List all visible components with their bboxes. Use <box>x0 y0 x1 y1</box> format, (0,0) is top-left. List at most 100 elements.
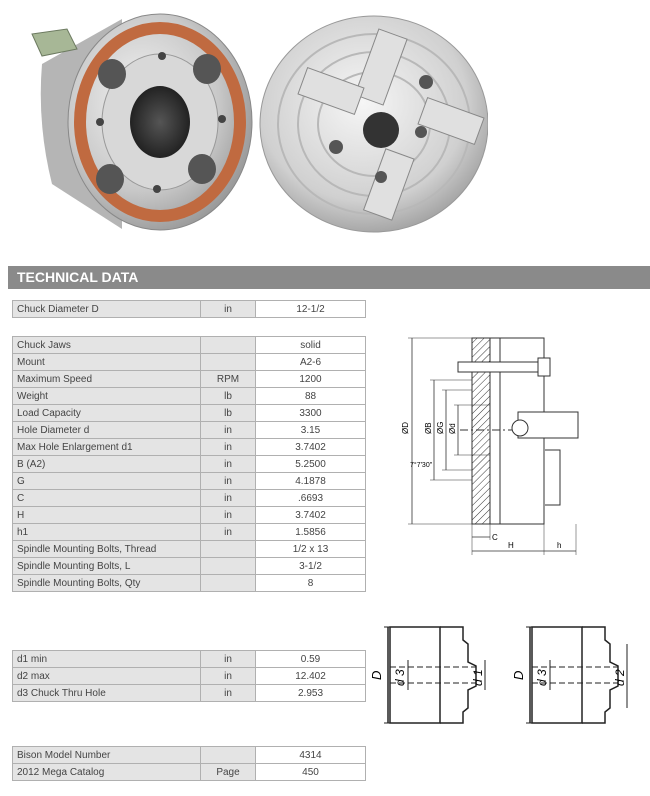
row-value: 8 <box>255 574 366 592</box>
row-label: h1 <box>12 523 201 541</box>
row-value: solid <box>255 336 366 354</box>
row-unit <box>200 574 256 592</box>
row-label: Mount <box>12 353 201 371</box>
chuck-front-photo <box>256 12 489 234</box>
row-value: 3.7402 <box>255 438 366 456</box>
chuck-drawing-d1: D d 3 d 1 <box>368 622 498 730</box>
row-value: A2-6 <box>255 353 366 371</box>
table-row: Spindle Mounting Bolts, Thread 1/2 x 13 <box>12 540 366 558</box>
table-row: Chuck Diameter D in 12-1/2 <box>12 300 366 318</box>
row-label: B (A2) <box>12 455 201 473</box>
row-unit: in <box>200 667 256 685</box>
row-label: Spindle Mounting Bolts, Thread <box>12 540 201 558</box>
row-value: 450 <box>255 763 366 781</box>
row-label: Spindle Mounting Bolts, L <box>12 557 201 575</box>
dim-hole: Ød <box>448 423 457 434</box>
dim-og: ØG <box>436 422 445 434</box>
row-label: Hole Diameter d <box>12 421 201 439</box>
row-unit <box>200 336 256 354</box>
dim-d1: d 1 <box>471 669 485 686</box>
row-value: .6693 <box>255 489 366 507</box>
dim-d3: d 3 <box>535 669 549 686</box>
row-unit: in <box>200 506 256 524</box>
row-unit: lb <box>200 404 256 422</box>
row-unit <box>200 557 256 575</box>
row-label: H <box>12 506 201 524</box>
row-value: 5.2500 <box>255 455 366 473</box>
row-unit <box>200 353 256 371</box>
dim-d2: d 2 <box>613 669 627 686</box>
row-value: 3.15 <box>255 421 366 439</box>
table-row: Spindle Mounting Bolts, Qty 8 <box>12 574 366 592</box>
technical-data-header: TECHNICAL DATA <box>8 266 650 289</box>
chuck-diameter-table: Chuck Diameter D in 12-1/2 <box>12 300 366 318</box>
row-label: Chuck Diameter D <box>12 300 201 318</box>
table-row: Bison Model Number 4314 <box>12 746 366 764</box>
row-label: G <box>12 472 201 490</box>
row-unit <box>200 746 256 764</box>
row-unit: in <box>200 455 256 473</box>
row-label: C <box>12 489 201 507</box>
row-value: 1200 <box>255 370 366 388</box>
row-label: Bison Model Number <box>12 746 201 764</box>
row-label: d3 Chuck Thru Hole <box>12 684 201 702</box>
dim-od: ØD <box>401 422 410 434</box>
row-value: 1/2 x 13 <box>255 540 366 558</box>
row-value: 1.5856 <box>255 523 366 541</box>
dim-ob: ØB <box>424 422 433 434</box>
table-row: Spindle Mounting Bolts, L 3-1/2 <box>12 557 366 575</box>
chuck-drawing-d2: D d 3 d 2 <box>510 622 640 730</box>
row-label: Max Hole Enlargement d1 <box>12 438 201 456</box>
row-unit: in <box>200 421 256 439</box>
row-unit: in <box>200 489 256 507</box>
row-value: 12.402 <box>255 667 366 685</box>
row-value: 4.1878 <box>255 472 366 490</box>
table-row: Mount A2-6 <box>12 353 366 371</box>
dim-c: C <box>492 533 498 542</box>
row-value: 3-1/2 <box>255 557 366 575</box>
row-value: 0.59 <box>255 650 366 668</box>
dim-d: D <box>369 671 384 680</box>
row-unit: in <box>200 523 256 541</box>
row-label: Maximum Speed <box>12 370 201 388</box>
dim-d3: d 3 <box>393 669 407 686</box>
row-unit: in <box>200 300 256 318</box>
row-unit: in <box>200 438 256 456</box>
row-value: 2.953 <box>255 684 366 702</box>
dim-h: H <box>508 541 514 550</box>
row-unit: Page <box>200 763 256 781</box>
row-unit: in <box>200 650 256 668</box>
row-label: Load Capacity <box>12 404 201 422</box>
row-unit: lb <box>200 387 256 405</box>
row-label: Spindle Mounting Bolts, Qty <box>12 574 201 592</box>
chuck-side-photo <box>22 4 254 236</box>
dim-d: D <box>511 671 526 680</box>
row-unit <box>200 540 256 558</box>
row-unit: RPM <box>200 370 256 388</box>
row-value: 3.7402 <box>255 506 366 524</box>
row-label: 2012 Mega Catalog <box>12 763 201 781</box>
dim-h1: h <box>557 541 561 550</box>
row-value: 4314 <box>255 746 366 764</box>
row-label: d1 min <box>12 650 201 668</box>
row-unit: in <box>200 472 256 490</box>
row-label: Weight <box>12 387 201 405</box>
dim-angle: 7°7'30" <box>410 461 433 469</box>
